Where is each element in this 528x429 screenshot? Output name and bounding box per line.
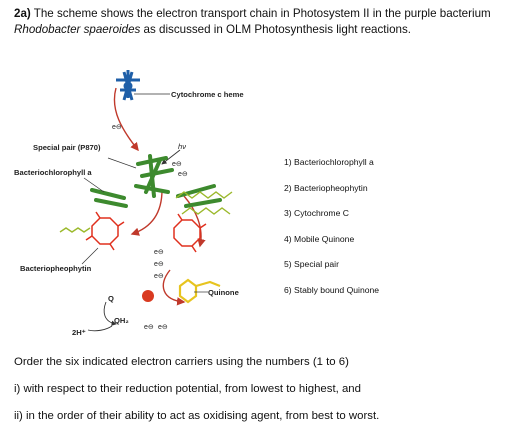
instruction-prompt: Order the six indicated electron carrier… <box>14 356 349 368</box>
bpheo-leader <box>81 247 99 265</box>
electron-1: e⊖ <box>112 124 122 131</box>
electron-path <box>113 87 206 306</box>
electron-3: e⊖ <box>178 171 188 178</box>
bacteriopheophytin-structure <box>85 211 207 253</box>
instruction-part-ii: ii) in the order of their ability to act… <box>14 410 380 422</box>
protons-label: 2H⁺ <box>72 328 86 337</box>
cytochrome-label: Cytochrome c heme <box>171 90 244 99</box>
hv-label: hν <box>178 142 187 151</box>
instruction-part-i: i) with respect to their reduction poten… <box>14 383 361 395</box>
electron-6: e⊖ <box>154 273 164 280</box>
electron-5: e⊖ <box>154 261 164 268</box>
electron-2: e⊖ <box>172 161 182 168</box>
carrier-item: 2) Bacteriopheophytin <box>284 182 368 193</box>
cytochrome-heme-structure <box>116 70 140 101</box>
light-arrow <box>161 149 181 165</box>
bacteriochlorophyll-structure <box>90 184 222 208</box>
phytyl-chains <box>59 191 233 233</box>
special-pair-structure <box>134 154 174 198</box>
bchl-label: Bacteriochlorophyll a <box>14 168 92 177</box>
electron-4: e⊖ <box>154 249 164 256</box>
carrier-item: 6) Stably bound Quinone <box>284 284 380 295</box>
electron-8: e⊖ <box>158 324 168 331</box>
carrier-item: 1) Bacteriochlorophyll a <box>284 157 374 167</box>
question-number: 2a) <box>14 7 31 20</box>
special-pair-label: Special pair (P870) <box>33 143 101 152</box>
carrier-item: 5) Special pair <box>284 259 339 270</box>
carrier-item: 3) Cytochrome C <box>284 208 349 219</box>
mobile-quinone-structure <box>87 301 117 332</box>
bpheo-label: Bacteriopheophytin <box>20 264 92 273</box>
question-line-2: as discussed in OLM Photosynthesis light… <box>140 23 411 36</box>
organism-name: Rhodobacter spaeroides <box>14 23 141 36</box>
question-heading: 2a) The scheme shows the electron transp… <box>14 6 519 38</box>
qh2-label: QH₂ <box>114 316 129 325</box>
bchl-leader <box>83 177 105 193</box>
carrier-item: 4) Mobile Quinone <box>284 233 355 244</box>
question-line-1: The scheme shows the electron transport … <box>30 7 491 20</box>
electron-7: e⊖ <box>144 324 154 331</box>
special-pair-leader <box>107 157 137 169</box>
q-label: Q <box>108 294 114 303</box>
quinone-label: Quinone <box>208 288 239 297</box>
quinone-structure <box>178 278 221 304</box>
carrier-list: 1) Bacteriochlorophyll a 2) Bacteriopheo… <box>284 150 379 304</box>
electron-symbols: e⊖ e⊖ e⊖ e⊖ e⊖ e⊖ e⊖ e⊖ <box>112 124 188 331</box>
iron-ion <box>142 290 154 302</box>
